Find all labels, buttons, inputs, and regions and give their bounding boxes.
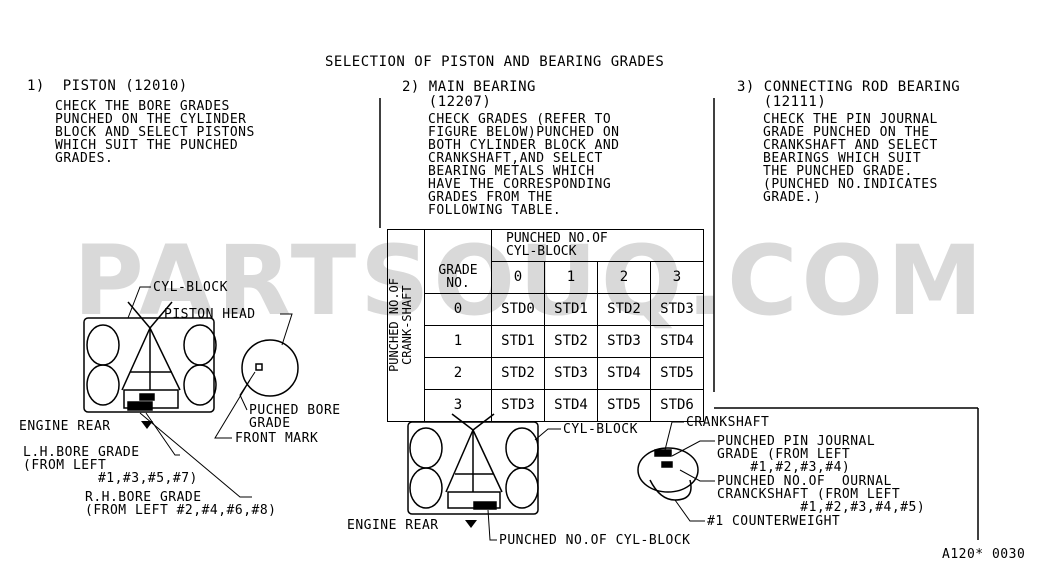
table-row: 1 STD1 STD2 STD3 STD4 (388, 324, 704, 358)
label-punched-journal: PUNCHED NO.OF OURNAL CRANCKSHAFT (FROM L… (717, 474, 926, 515)
corner-cell (424, 229, 492, 261)
label-cyl-block-left: CYL-BLOCK (153, 280, 228, 295)
piston-heading: 1) PISTON (12010) (27, 78, 188, 94)
table-cell: STD5 (650, 356, 704, 390)
table-cell: STD4 (597, 356, 651, 390)
table-cell: STD1 (491, 324, 545, 358)
cyl-block-drawing-bottom (407, 413, 539, 515)
table-cell: STD3 (544, 356, 598, 390)
conrod-bearing-body: CHECK THE PIN JOURNAL GRADE PUNCHED ON T… (763, 112, 938, 205)
crankshaft-drawing (637, 447, 699, 501)
main-bearing-heading: 2) MAIN BEARING (12207) (402, 79, 536, 110)
row-group-header: PUNCHED NO.OF CRANK-SHAFT (387, 278, 414, 373)
table-cell: STD1 (544, 292, 598, 326)
table-row: 0 STD0 STD1 STD2 STD3 (388, 292, 704, 326)
row-grade: 0 (424, 292, 492, 326)
figure-code: A120* 0030 (942, 547, 1026, 562)
table-cell: STD2 (597, 292, 651, 326)
label-piston-head: PISTON HEAD (164, 307, 256, 322)
row-grade: 2 (424, 356, 492, 390)
label-engine-rear-left: ENGINE REAR (19, 419, 111, 434)
table-cell: STD4 (544, 388, 598, 422)
col-group-header: PUNCHED NO.OF CYL-BLOCK (491, 229, 704, 262)
table-cell: STD3 (491, 388, 545, 422)
col-header: 3 (650, 260, 704, 294)
table-row: 2 STD2 STD3 STD4 STD5 (388, 356, 704, 390)
grade-no-header: GRADE NO. (424, 261, 492, 294)
col-header: 0 (491, 260, 545, 294)
label-counterweight: #1 COUNTERWEIGHT (707, 514, 841, 529)
grade-selection-table: PUNCHED NO.OF CRANK-SHAFT PUNCHED NO.OF … (387, 229, 704, 422)
table-cell: STD2 (491, 356, 545, 390)
table-cell: STD3 (650, 292, 704, 326)
table-cell: STD4 (650, 324, 704, 358)
row-group-header-cell: PUNCHED NO.OF CRANK-SHAFT (387, 229, 425, 422)
row-grade: 3 (424, 388, 492, 422)
table-cell: STD2 (544, 324, 598, 358)
conrod-bearing-heading: 3) CONNECTING ROD BEARING (12111) (737, 79, 961, 110)
main-bearing-body: CHECK GRADES (REFER TO FIGURE BELOW)PUNC… (428, 112, 620, 218)
label-engine-rear-bottom: ENGINE REAR (347, 518, 439, 533)
table-cell: STD0 (491, 292, 545, 326)
piston-body: CHECK THE BORE GRADES PUNCHED ON THE CYL… (55, 99, 255, 166)
table-cell: STD5 (597, 388, 651, 422)
label-crankshaft: CRANKSHAFT (686, 415, 770, 430)
label-front-mark: FRONT MARK (235, 431, 319, 446)
table-cell: STD3 (597, 324, 651, 358)
table-cell: STD6 (650, 388, 704, 422)
label-punched-cyl-block: PUNCHED NO.OF CYL-BLOCK (499, 533, 691, 548)
label-cyl-block-bottom: CYL-BLOCK (563, 422, 638, 437)
label-punched-bore-grade: PUCHED BORE GRADE (249, 403, 341, 431)
piston-head-drawing (241, 339, 299, 397)
col-header: 1 (544, 260, 598, 294)
table-row: 3 STD3 STD4 STD5 STD6 (388, 388, 704, 422)
row-grade: 1 (424, 324, 492, 358)
page-title: SELECTION OF PISTON AND BEARING GRADES (325, 54, 665, 70)
label-lh-bore-grade: L.H.BORE GRADE (FROM LEFT #1,#3,#5,#7) (23, 445, 198, 486)
col-header: 2 (597, 260, 651, 294)
label-rh-bore-grade: R.H.BORE GRADE (FROM LEFT #2,#4,#6,#8) (85, 490, 277, 518)
cyl-block-drawing-left (83, 301, 217, 413)
label-punched-pin-journal: PUNCHED PIN JOURNAL GRADE (FROM LEFT #1,… (717, 434, 876, 475)
